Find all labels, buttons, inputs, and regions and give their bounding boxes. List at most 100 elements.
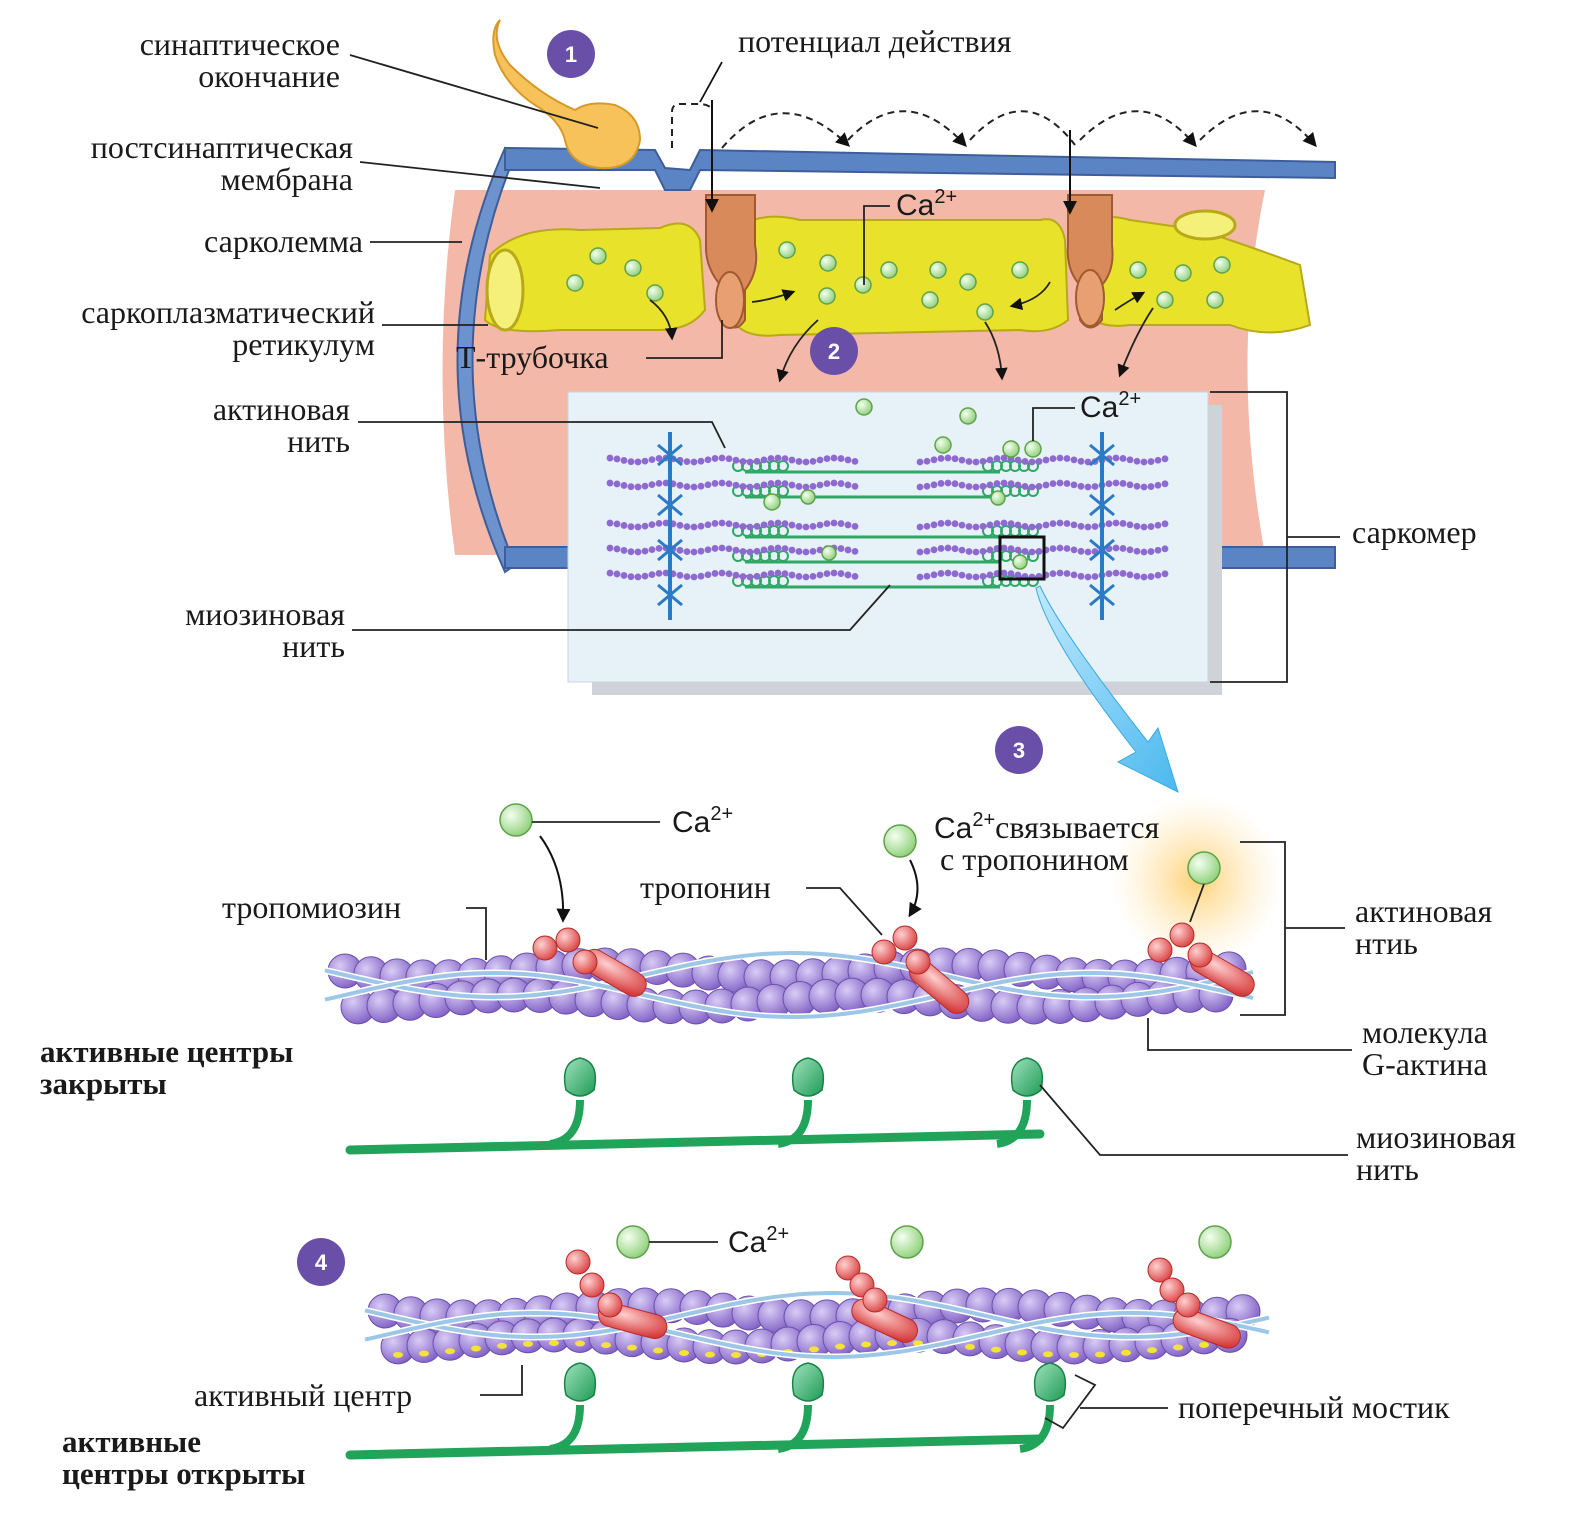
- actin-bead: [937, 570, 945, 577]
- troponin-closed: [532, 922, 1255, 1014]
- z-line-branch: [667, 443, 683, 467]
- actin-bead: [1049, 570, 1057, 578]
- actin-bead: [944, 479, 952, 487]
- actin-bead: [760, 521, 768, 529]
- actin-bead: [718, 479, 726, 487]
- actin-bead: [916, 458, 924, 466]
- actin-bead: [1077, 547, 1085, 555]
- label-ca-open: Ca2+: [728, 1223, 789, 1259]
- actin-bead: [979, 482, 987, 490]
- troponin-ball: [572, 949, 598, 975]
- sarcomere-bracket: [1210, 391, 1340, 683]
- label-g-actin-1: молекула: [1362, 1014, 1488, 1050]
- actin-bead: [739, 483, 747, 490]
- active-site: [1017, 1349, 1027, 1356]
- actin-bead: [837, 520, 845, 527]
- active-site: [1147, 1347, 1157, 1354]
- actin-bead: [795, 523, 803, 530]
- step-badge-4: 4: [297, 1238, 345, 1286]
- label-myosin-filament-closed-2: нить: [1356, 1151, 1419, 1187]
- actin-bead: [683, 573, 691, 581]
- actin-bead: [837, 545, 845, 552]
- actin-bead: [690, 523, 698, 531]
- actin-bead: [851, 522, 859, 530]
- actin-bead: [1112, 519, 1120, 527]
- actin-bead: [1084, 483, 1092, 491]
- actin-bead: [1140, 573, 1148, 581]
- actin-bead: [732, 481, 740, 489]
- actin-bead: [1007, 545, 1015, 553]
- actin-bead: [986, 546, 994, 554]
- actin-bead: [739, 458, 747, 465]
- actin-bead: [930, 546, 938, 554]
- actin-bead: [1154, 521, 1162, 529]
- actin-bead: [781, 520, 789, 528]
- myosin-neck: [1019, 1404, 1054, 1453]
- actin-bead: [767, 570, 775, 577]
- z-line-branch: [667, 493, 683, 517]
- actin-bead: [1126, 546, 1134, 554]
- actin-bead: [993, 480, 1001, 487]
- actin-bead: [965, 548, 973, 555]
- actin-bead: [1070, 521, 1078, 529]
- troponin-ball: [1159, 1277, 1185, 1303]
- actin-bead: [613, 480, 621, 488]
- actin-bead: [1147, 548, 1155, 555]
- actin-bead: [732, 521, 740, 529]
- actin-bead: [986, 571, 994, 579]
- actin-bead: [979, 547, 987, 555]
- troponin-ball: [1175, 1292, 1201, 1318]
- actin-bead: [634, 523, 642, 531]
- actin-bead: [830, 569, 838, 577]
- actin-bead: [795, 483, 803, 490]
- actin-bead: [1133, 482, 1141, 490]
- active-site: [393, 1351, 403, 1358]
- actin-bead: [1021, 548, 1029, 555]
- reticulum-opening-left: [485, 248, 525, 332]
- actin-filament-open: [364, 1287, 1270, 1365]
- actin-bead: [606, 479, 614, 487]
- myosin-head: [791, 1057, 825, 1097]
- active-site: [549, 1340, 559, 1347]
- active-site: [835, 1343, 845, 1350]
- actin-bead: [937, 455, 945, 462]
- actin-bead: [1133, 457, 1141, 465]
- actin-bead: [795, 458, 803, 465]
- actin-bead: [641, 572, 649, 580]
- tropomyosin-strand: [364, 1291, 1270, 1340]
- actin-bead: [1063, 545, 1071, 552]
- actin-bead: [634, 483, 642, 491]
- actin-bead: [972, 458, 980, 466]
- actin-bead: [627, 573, 635, 581]
- active-site: [965, 1343, 975, 1350]
- actin-bead: [937, 545, 945, 552]
- actin-bead: [697, 482, 705, 490]
- label-tropomyosin: тропомиозин: [222, 889, 401, 925]
- t-tubule-right: [1066, 194, 1114, 329]
- actin-bead: [627, 523, 635, 531]
- actin-bead: [627, 483, 635, 491]
- actin-bead: [930, 571, 938, 579]
- actin-bead: [795, 548, 803, 555]
- active-site: [627, 1344, 637, 1351]
- actin-bead: [1084, 548, 1092, 556]
- actin-bead: [676, 546, 684, 554]
- actin-bead: [1049, 480, 1057, 488]
- actin-bead: [1119, 570, 1127, 577]
- actin-bead: [648, 521, 656, 529]
- actin-bead: [844, 521, 852, 529]
- actin-bead: [1021, 458, 1029, 465]
- actin-bead: [648, 571, 656, 579]
- label-actin-filament-closed-2: нтиь: [1355, 925, 1418, 961]
- active-site: [601, 1342, 611, 1349]
- myosin-neck: [996, 1099, 1031, 1148]
- actin-bead: [851, 482, 859, 490]
- active-site: [575, 1340, 585, 1347]
- actin-bead: [1112, 569, 1120, 577]
- actin-bead: [697, 522, 705, 530]
- troponin-ball: [597, 1292, 623, 1318]
- troponin-ball: [555, 927, 581, 953]
- actin-bead: [851, 457, 859, 465]
- actin-bead: [774, 569, 782, 577]
